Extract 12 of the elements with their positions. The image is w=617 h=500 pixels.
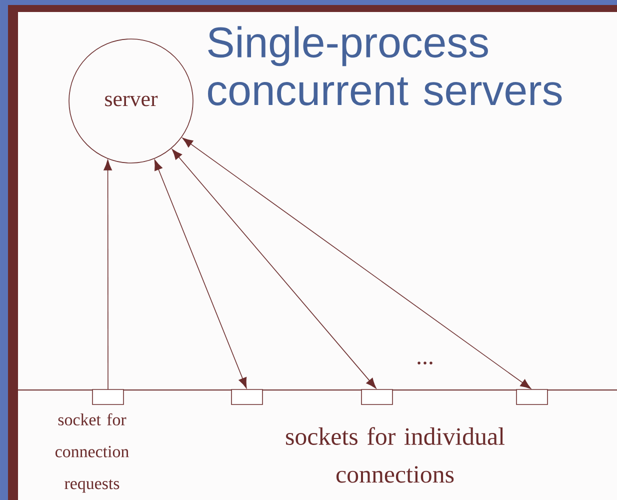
- socket-box: [516, 389, 548, 405]
- title: Single-process concurrent servers: [208, 26, 562, 106]
- socket-box: [231, 389, 263, 405]
- arrow: [154, 160, 247, 388]
- caption-label: sockets for individual connections: [286, 427, 504, 483]
- arrow: [182, 138, 532, 389]
- ellipsis: ...: [418, 362, 432, 364]
- socket-box: [361, 389, 393, 405]
- arrow: [172, 149, 376, 389]
- arrow: [104, 160, 112, 390]
- socket-box: [92, 389, 124, 405]
- socket-label: socket for connection requests: [56, 413, 129, 493]
